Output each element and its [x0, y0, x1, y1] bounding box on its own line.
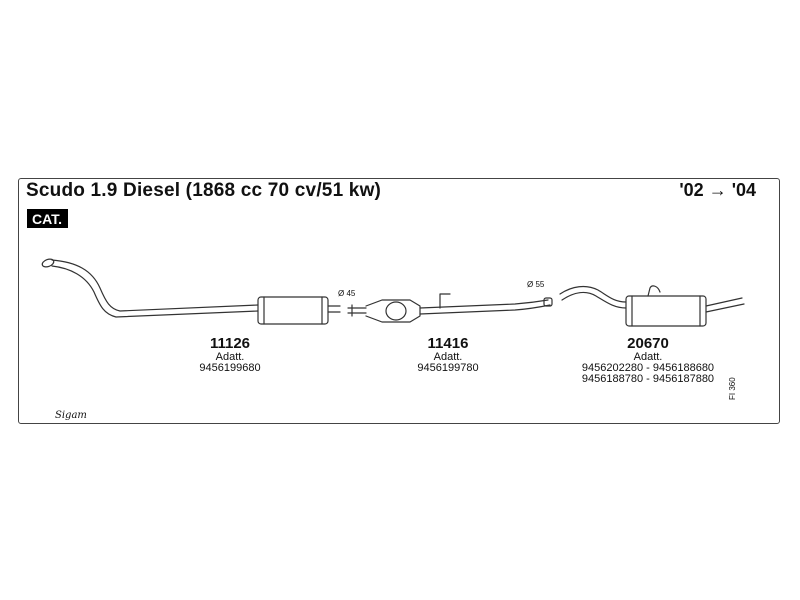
- part-number: 11416: [427, 335, 469, 352]
- part-number: 20670: [627, 335, 669, 352]
- catalytic-converter-11416: [347, 293, 553, 323]
- part-label-20670: 20670 Adatt. 9456202280 - 9456188680 945…: [568, 336, 728, 385]
- adapt-label: Adatt.: [633, 351, 663, 363]
- brand-logo: Sigam: [55, 410, 87, 421]
- reference-code: FI 360: [728, 377, 737, 400]
- diagram-frame: [18, 178, 780, 424]
- cat-badge: CAT.: [27, 209, 69, 228]
- part-label-11126: 11126 Adatt. 9456199680: [180, 336, 280, 374]
- rear-muffler-20670: [559, 285, 745, 327]
- adapt-label: Adatt.: [215, 351, 245, 363]
- part-number: 11126: [209, 335, 251, 352]
- diameter-label-55: Ø 55: [527, 280, 545, 289]
- diagram-title: Scudo 1.9 Diesel (1868 cc 70 cv/51 kw): [26, 180, 382, 201]
- year-range: '02 → '04: [679, 180, 756, 200]
- part-label-11416: 11416 Adatt. 9456199780: [398, 336, 498, 374]
- adapt-label: Adatt.: [433, 351, 463, 363]
- oem-code: 9456199780: [417, 362, 479, 374]
- oem-code: 9456199680: [199, 362, 261, 374]
- front-pipe-11126: [41, 258, 341, 325]
- oem-code: 9456188780 - 9456187880: [581, 373, 715, 385]
- diameter-label-45: Ø 45: [338, 289, 356, 298]
- oem-code: 9456202280 - 9456188680: [581, 362, 715, 374]
